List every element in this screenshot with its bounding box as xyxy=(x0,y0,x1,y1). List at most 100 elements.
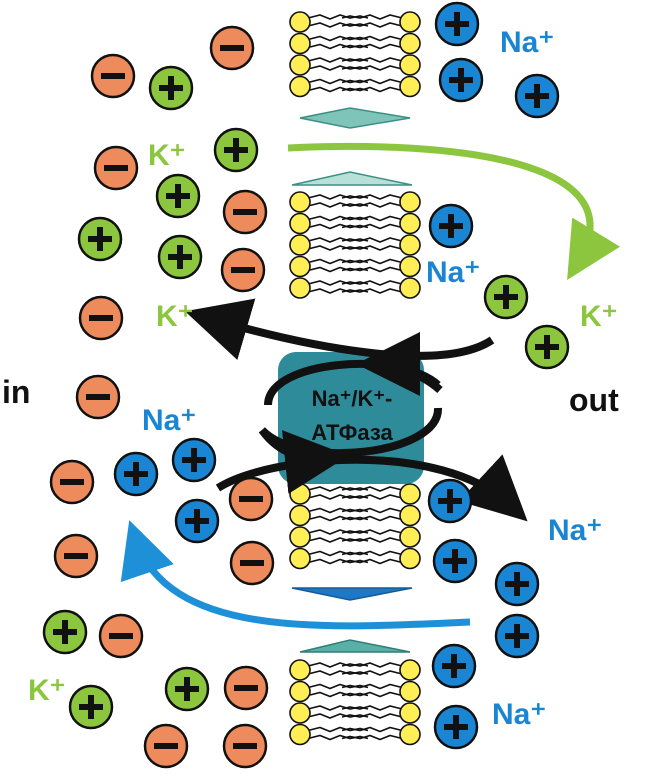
lipid-head xyxy=(399,526,421,548)
lipid-head xyxy=(289,75,311,98)
lipid-bilayer xyxy=(289,11,421,746)
minus-circle-icon xyxy=(233,743,257,749)
anion xyxy=(49,459,95,505)
lipid-pair xyxy=(289,255,421,278)
minus-circle-icon xyxy=(101,73,125,79)
plus-circle-icon xyxy=(535,335,559,359)
lipid-head xyxy=(289,11,311,33)
potassium-ion xyxy=(524,324,570,370)
pump-loop-bottom xyxy=(259,407,443,458)
minus-circle-icon xyxy=(239,496,263,502)
sodium-ion xyxy=(427,478,473,524)
lipid-pair xyxy=(289,277,421,299)
lipid-head xyxy=(399,255,421,278)
plus-circle-icon xyxy=(159,76,183,100)
sodium-ion xyxy=(174,498,220,544)
ions xyxy=(42,1,570,769)
channel-protein-bottom xyxy=(299,639,411,653)
lipid-head xyxy=(289,191,311,213)
outside-label: out xyxy=(569,382,619,418)
pump-label-line1: Na⁺/K⁺- xyxy=(312,386,393,411)
anion xyxy=(228,476,274,522)
lipid-head xyxy=(399,54,421,76)
lipid-head xyxy=(399,32,421,55)
minus-circle-icon xyxy=(86,394,110,400)
lipid-head xyxy=(399,191,421,213)
potassium-ion xyxy=(164,666,210,712)
lipid-head xyxy=(289,483,311,505)
lipid-pair xyxy=(289,11,421,33)
anion xyxy=(53,533,99,579)
minus-circle-icon xyxy=(240,560,264,566)
potassium-ion xyxy=(155,173,201,219)
lipid-head xyxy=(399,659,421,681)
potassium-ion xyxy=(42,609,88,655)
plus-circle-icon xyxy=(442,654,466,678)
lipid-pair xyxy=(289,723,421,746)
lipid-head xyxy=(289,526,311,548)
plus-circle-icon xyxy=(166,184,190,208)
lipid-pair xyxy=(289,659,421,681)
plus-circle-icon xyxy=(88,227,112,251)
minus-circle-icon xyxy=(60,479,84,485)
plus-circle-icon xyxy=(449,68,473,92)
sodium-ion xyxy=(438,57,484,103)
potassium-ion xyxy=(77,216,123,262)
lipid-head xyxy=(399,547,421,570)
na-label-mid: Na⁺ xyxy=(426,256,480,289)
minus-circle-icon xyxy=(234,685,258,691)
lipid-head xyxy=(399,680,421,703)
lipid-head xyxy=(399,483,421,505)
sodium-ion xyxy=(428,203,474,249)
anion xyxy=(222,189,268,235)
k-label-mid-right: K⁺ xyxy=(580,300,618,333)
lipid-head xyxy=(289,723,311,746)
lipid-head xyxy=(289,212,311,235)
pump-label-line2: АТФаза xyxy=(311,420,393,445)
pump-cycle-arrows xyxy=(184,298,528,522)
pump-loop-top-head xyxy=(356,332,443,397)
sodium-ion xyxy=(433,704,479,750)
anion xyxy=(90,53,136,99)
plus-circle-icon xyxy=(444,715,468,739)
anion xyxy=(78,295,124,341)
minus-circle-icon xyxy=(109,633,133,639)
lipid-pair xyxy=(289,702,421,724)
lipid-pair xyxy=(289,547,421,570)
minus-circle-icon xyxy=(104,165,128,171)
inside-label: in xyxy=(2,374,30,410)
anion xyxy=(220,247,266,293)
plus-circle-icon xyxy=(175,677,199,701)
plus-circle-icon xyxy=(168,245,192,269)
potassium-ion xyxy=(483,274,529,320)
plus-circle-icon xyxy=(525,84,549,108)
na-label-inside: Na⁺ xyxy=(142,404,196,437)
lipid-head xyxy=(399,702,421,724)
plus-circle-icon xyxy=(79,695,103,719)
anion xyxy=(223,665,269,711)
lipid-head xyxy=(399,504,421,527)
sodium-ion xyxy=(432,538,478,584)
minus-circle-icon xyxy=(220,45,244,51)
lipid-pair xyxy=(289,191,421,213)
lipid-head xyxy=(289,54,311,76)
lipid-head xyxy=(289,32,311,55)
lipid-pair xyxy=(289,504,421,527)
plus-circle-icon xyxy=(505,572,529,596)
potassium-ion xyxy=(157,234,203,280)
channel-protein-upper xyxy=(291,171,413,186)
lipid-pair xyxy=(289,54,421,76)
sodium-arrow xyxy=(120,520,471,630)
anion xyxy=(98,613,144,659)
plus-circle-icon xyxy=(445,12,469,36)
anion xyxy=(143,723,189,769)
plus-circle-icon xyxy=(224,138,248,162)
plus-circle-icon xyxy=(124,462,148,486)
plus-circle-icon xyxy=(185,509,209,533)
minus-circle-icon xyxy=(154,743,178,749)
lipid-head xyxy=(399,11,421,33)
anion xyxy=(209,25,255,71)
plus-circle-icon xyxy=(505,624,529,648)
sodium-ion xyxy=(514,73,560,119)
minus-circle-icon xyxy=(231,267,255,273)
